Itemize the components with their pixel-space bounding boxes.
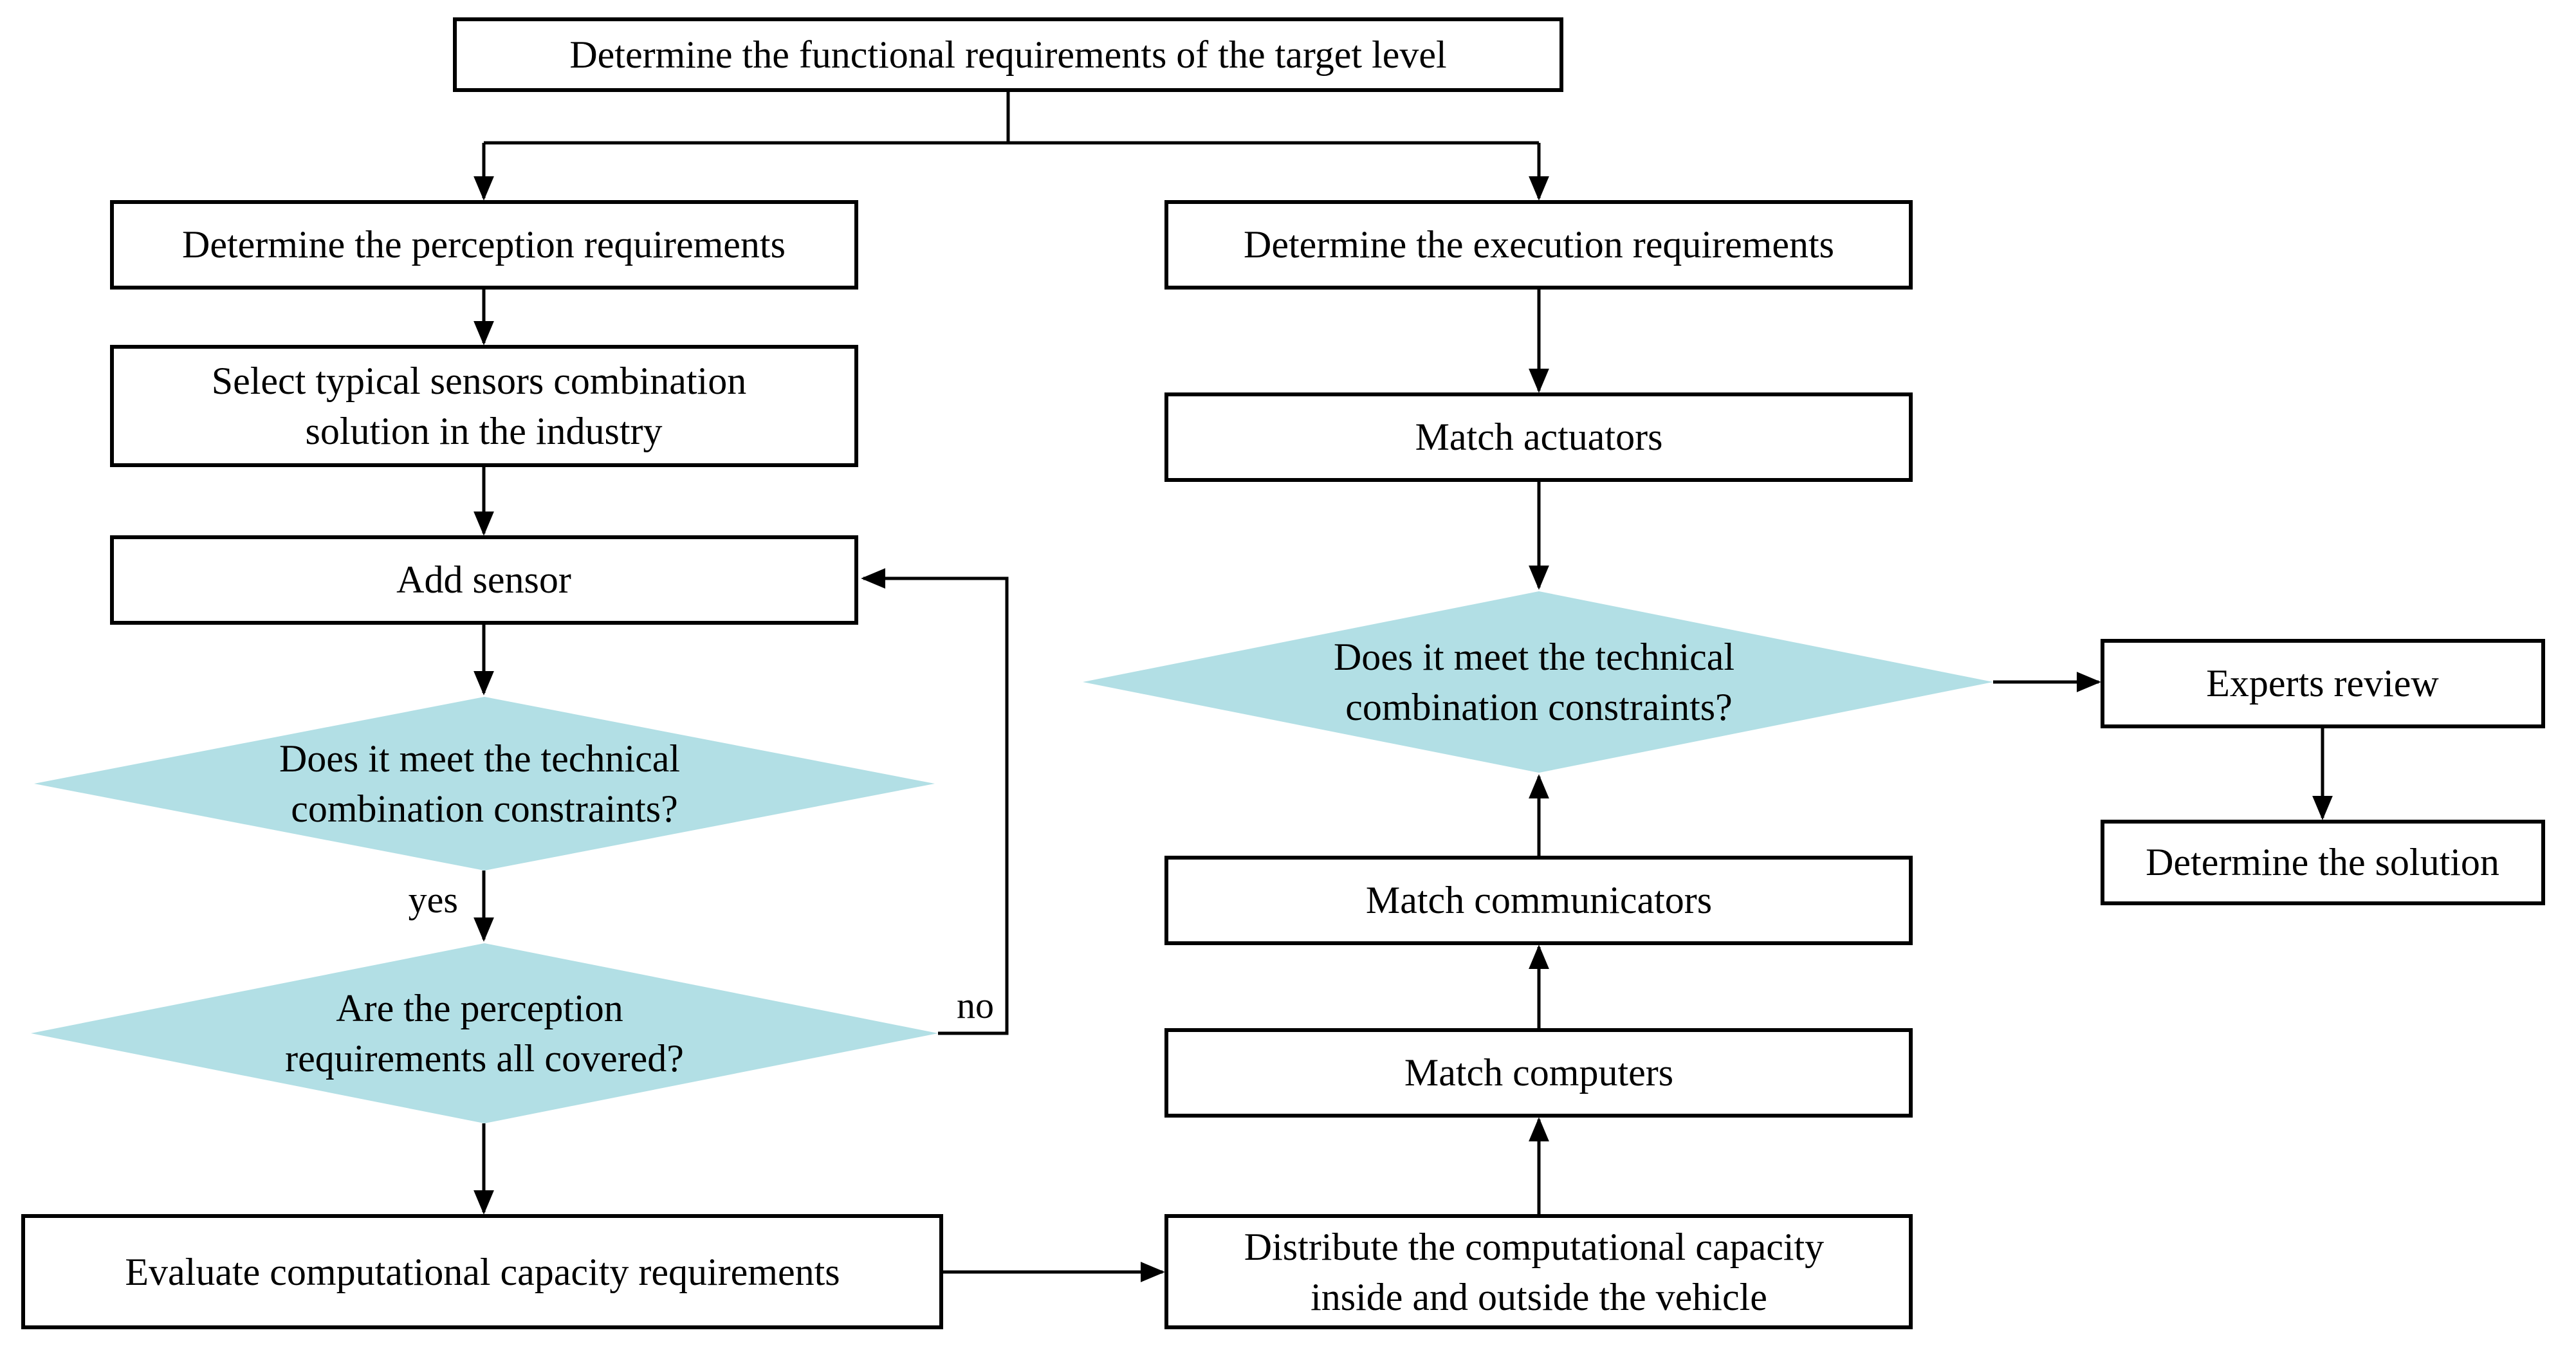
node-distribute-label: Distribute the computational capacity in… xyxy=(1244,1226,1834,1318)
decision-tech-constraints-right-label: Does it meet the technical combination c… xyxy=(1334,636,1744,728)
node-add-sensor-label: Add sensor xyxy=(396,558,571,601)
node-perception-box xyxy=(110,200,858,290)
node-add-sensor-box xyxy=(110,535,858,625)
node-match-actuators-label: Match actuators xyxy=(1415,416,1663,458)
decision-perception-covered-label: Are the perception requirements all cove… xyxy=(285,987,684,1080)
node-select-sensors-label: Select typical sensors combination solut… xyxy=(212,360,756,452)
decision-tech-constraints-left xyxy=(34,697,935,871)
node-perception-label: Determine the perception requirements xyxy=(182,223,786,266)
node-match-computers-box xyxy=(1164,1028,1913,1118)
node-distribute-box xyxy=(1164,1214,1913,1329)
node-evaluate-box xyxy=(21,1214,943,1329)
node-match-communicators-label: Match communicators xyxy=(1366,879,1712,921)
edge-label-yes: yes xyxy=(409,879,458,921)
node-match-computers-label: Match computers xyxy=(1404,1051,1673,1094)
decision-perception-covered xyxy=(31,943,938,1123)
node-determine-solution-label: Determine the solution xyxy=(2146,841,2499,883)
node-execution-box xyxy=(1164,200,1913,290)
node-determine-solution-box xyxy=(2101,820,2545,905)
edge-covered-no-loop-to-addsensor xyxy=(861,568,1009,1035)
process-nodes: Determine the functional requirements of… xyxy=(21,17,2545,1329)
node-select-sensors-box xyxy=(110,345,858,467)
node-match-communicators-box xyxy=(1164,856,1913,945)
decision-nodes: Does it meet the technical combination c… xyxy=(31,591,1993,1123)
node-execution-label: Determine the execution requirements xyxy=(1244,223,1834,266)
node-experts-review-box xyxy=(2101,639,2545,728)
decision-tech-constraints-left-label: Does it meet the technical combination c… xyxy=(279,737,690,830)
node-functional-box xyxy=(453,17,1563,92)
edges xyxy=(474,90,2333,1282)
node-evaluate-label: Evaluate computational capacity requirem… xyxy=(125,1251,840,1293)
node-experts-review-label: Experts review xyxy=(2206,662,2439,705)
node-match-actuators-box xyxy=(1164,392,1913,482)
decision-tech-constraints-right xyxy=(1083,591,1993,773)
edge-labels: yes no xyxy=(409,879,994,1026)
node-functional-label: Determine the functional requirements of… xyxy=(569,33,1446,76)
edge-label-no: no xyxy=(957,984,994,1026)
